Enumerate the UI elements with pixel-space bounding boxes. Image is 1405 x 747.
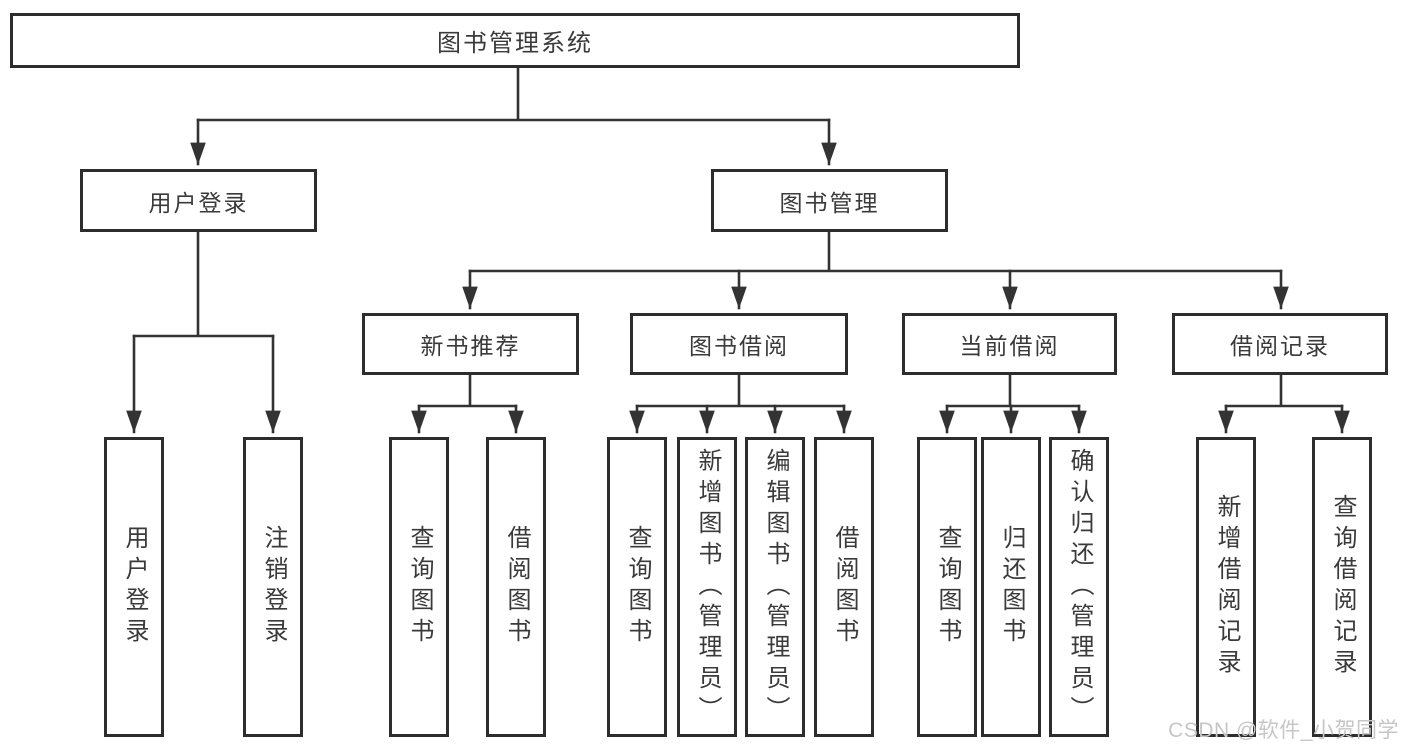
node-book-management: 图书管理 <box>711 169 948 232</box>
node-category-current-borrow-label: 当前借阅 <box>959 333 1060 359</box>
node-category-book-borrow: 图书借阅 <box>630 313 848 375</box>
node-category-borrow-records-label: 借阅记录 <box>1230 333 1330 359</box>
edge-book-management-trunk <box>468 230 1283 273</box>
node-leaf-return-books: 归还图书 <box>981 437 1041 737</box>
node-leaf-borrow-books-2: 借阅图书 <box>814 437 874 737</box>
node-leaf-query-books-3: 查询图书 <box>917 437 977 737</box>
node-leaf-borrow-books-1: 借阅图书 <box>486 437 546 737</box>
node-user-login-label: 用户登录 <box>148 189 249 216</box>
node-leaf-add-book-admin: 新增图书（管理员） <box>677 437 737 737</box>
node-leaf-confirm-return-admin: 确认归还（管理员） <box>1049 437 1109 737</box>
node-leaf-query-borrow-record-label: 查询借阅记录 <box>1329 494 1356 680</box>
node-leaf-query-books-2-label: 查询图书 <box>624 525 651 649</box>
node-book-management-label: 图书管理 <box>779 189 880 216</box>
node-leaf-add-book-admin-label: 新增图书（管理员） <box>694 447 721 727</box>
edge-borrow-records-trunk <box>1224 373 1344 408</box>
edge-current-borrow-trunk <box>945 373 1081 408</box>
node-leaf-query-borrow-record: 查询借阅记录 <box>1312 437 1372 737</box>
node-category-borrow-records: 借阅记录 <box>1172 313 1388 375</box>
node-leaf-user-login-label: 用户登录 <box>121 525 148 649</box>
node-leaf-add-borrow-record-label: 新增借阅记录 <box>1213 494 1240 680</box>
node-category-new-book-recommend-label: 新书推荐 <box>420 333 521 359</box>
node-category-current-borrow: 当前借阅 <box>902 313 1117 375</box>
edge-book-borrow-trunk <box>635 373 846 408</box>
node-leaf-user-login: 用户登录 <box>104 437 164 737</box>
node-leaf-logout: 注销登录 <box>243 437 303 737</box>
node-leaf-edit-book-admin-label: 编辑图书（管理员） <box>762 447 789 727</box>
node-leaf-confirm-return-admin-label: 确认归还（管理员） <box>1066 447 1093 727</box>
watermark: CSDN @软件_小贺同学 <box>1168 719 1399 742</box>
node-root: 图书管理系统 <box>10 13 1020 68</box>
node-user-login: 用户登录 <box>80 169 317 232</box>
node-category-new-book-recommend: 新书推荐 <box>362 313 579 375</box>
node-leaf-query-books-1: 查询图书 <box>389 437 449 737</box>
node-leaf-query-books-3-label: 查询图书 <box>934 525 961 649</box>
node-leaf-add-borrow-record: 新增借阅记录 <box>1196 437 1256 737</box>
edge-root-trunk <box>196 64 831 122</box>
node-root-label: 图书管理系统 <box>437 30 593 57</box>
node-leaf-borrow-books-2-label: 借阅图书 <box>831 525 858 649</box>
node-leaf-edit-book-admin: 编辑图书（管理员） <box>745 437 805 737</box>
node-leaf-borrow-books-1-label: 借阅图书 <box>503 525 530 649</box>
edge-new-book-trunk <box>417 373 518 408</box>
node-leaf-query-books-2: 查询图书 <box>607 437 667 737</box>
edge-user-login-trunk <box>132 230 275 338</box>
node-leaf-return-books-label: 归还图书 <box>998 525 1025 649</box>
node-category-book-borrow-label: 图书借阅 <box>689 333 789 359</box>
node-leaf-query-books-1-label: 查询图书 <box>406 525 433 649</box>
node-leaf-logout-label: 注销登录 <box>260 525 287 649</box>
